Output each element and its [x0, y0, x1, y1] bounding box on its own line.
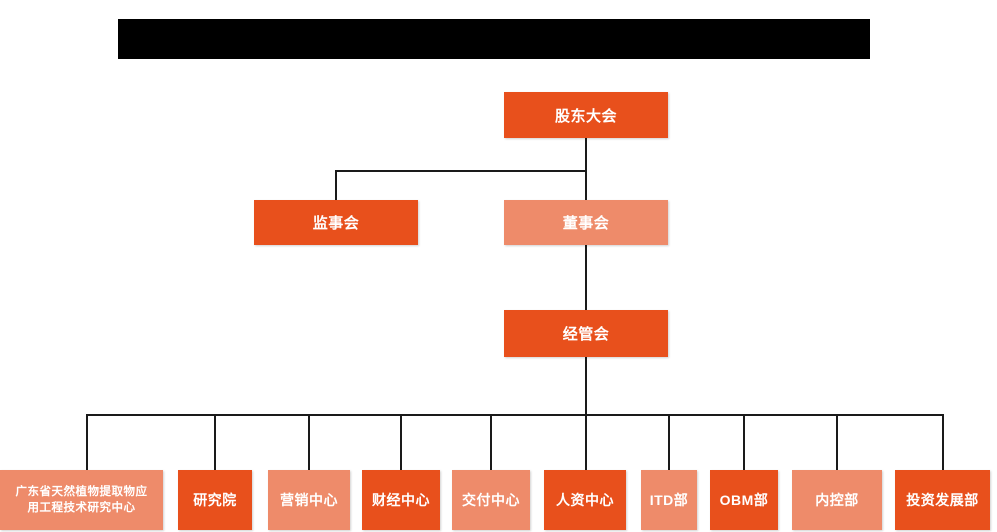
- node-department-finance-center[interactable]: 财经中心: [362, 470, 440, 530]
- node-shareholders-meeting[interactable]: 股东大会: [504, 92, 668, 138]
- node-department-institute[interactable]: 研究院: [178, 470, 252, 530]
- connector-drop-dept-1: [86, 414, 88, 471]
- connector-departments-bus: [86, 414, 943, 416]
- node-department-investment-development[interactable]: 投资发展部: [895, 470, 990, 530]
- connector-to-supervisors: [335, 170, 337, 201]
- title-banner: [118, 19, 870, 59]
- node-board-of-directors[interactable]: 董事会: [504, 200, 668, 245]
- connector-drop-dept-9: [836, 414, 838, 471]
- connector-drop-dept-3: [308, 414, 310, 471]
- connector-shareholders-down: [585, 138, 587, 172]
- node-department-itd[interactable]: ITD部: [641, 470, 697, 530]
- connector-drop-dept-8: [743, 414, 745, 471]
- node-department-delivery-center[interactable]: 交付中心: [452, 470, 530, 530]
- connector-drop-dept-7: [668, 414, 670, 471]
- node-department-internal-control[interactable]: 内控部: [792, 470, 882, 530]
- node-board-of-supervisors[interactable]: 监事会: [254, 200, 418, 245]
- connector-drop-dept-6: [585, 414, 587, 471]
- connector-level2-bus: [335, 170, 587, 172]
- node-department-marketing-center[interactable]: 营销中心: [268, 470, 350, 530]
- connector-to-directors: [585, 170, 587, 201]
- node-management-committee[interactable]: 经管会: [504, 310, 668, 357]
- connector-management-to-bus: [585, 357, 587, 416]
- node-department-hr-center[interactable]: 人资中心: [544, 470, 626, 530]
- node-department-research-center[interactable]: 广东省天然植物提取物应 用工程技术研究中心: [0, 470, 163, 530]
- connector-drop-dept-10: [942, 414, 944, 471]
- connector-drop-dept-5: [490, 414, 492, 471]
- connector-drop-dept-4: [400, 414, 402, 471]
- node-department-obm[interactable]: OBM部: [710, 470, 778, 530]
- connector-directors-to-management: [585, 244, 587, 311]
- node-department-research-center-line2: 用工程技术研究中心: [27, 502, 136, 514]
- connector-drop-dept-2: [214, 414, 216, 471]
- node-department-research-center-line1: 广东省天然植物提取物应: [15, 486, 148, 498]
